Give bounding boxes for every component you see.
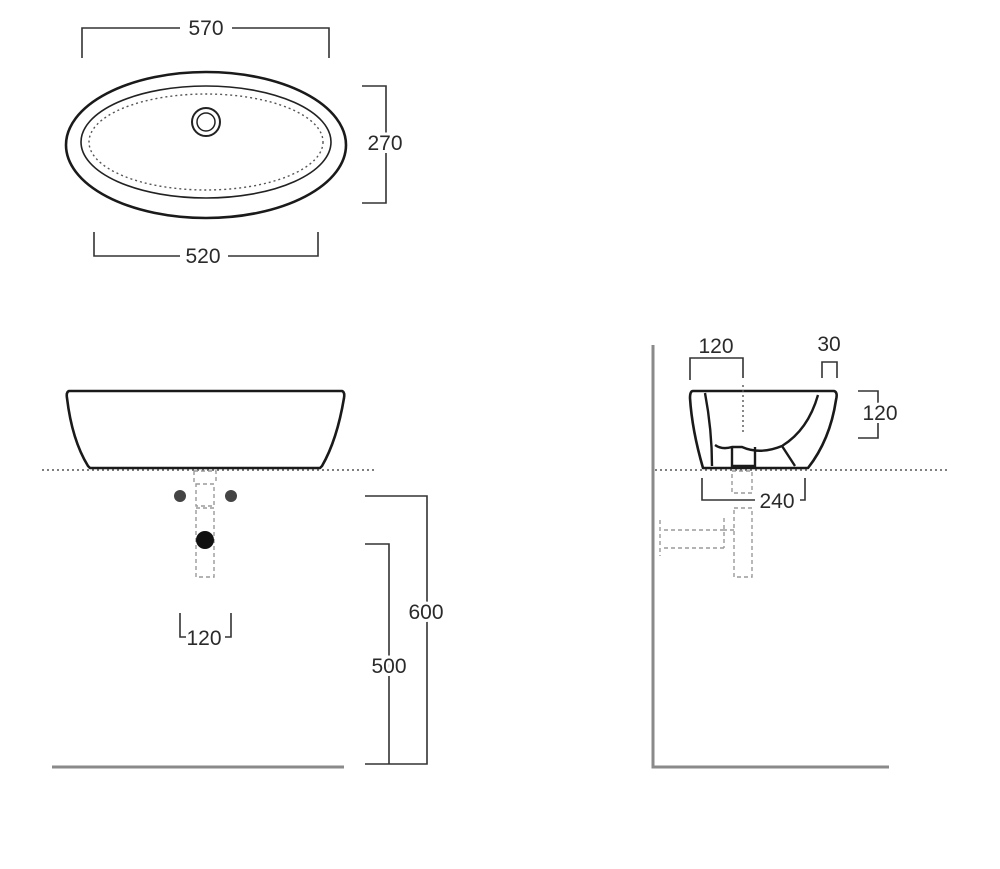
dim-label-120-front: 120	[186, 627, 221, 650]
dimension-30	[821, 361, 838, 378]
basin-inner-walls	[703, 392, 820, 468]
basin-front-profile	[65, 389, 346, 470]
fixing-bolt-icon	[225, 490, 237, 502]
dim-label-120-top: 120	[698, 335, 733, 358]
drain-inner	[196, 112, 216, 132]
basin-outer-rim	[64, 70, 348, 220]
dim-label-500: 500	[371, 655, 406, 678]
dim-label-600: 600	[408, 601, 443, 624]
front-view: 120 600 500	[42, 389, 447, 769]
dim-label-570: 570	[188, 17, 223, 40]
dimension-270	[362, 85, 387, 204]
wall-and-floor	[651, 345, 889, 769]
top-view: 570 270 520	[64, 14, 406, 271]
dimension-570	[81, 27, 330, 58]
dimension-600	[365, 495, 428, 765]
trap-pipe-hidden	[659, 470, 753, 578]
dim-label-520: 520	[185, 245, 220, 268]
dimension-120-front	[179, 613, 232, 638]
dim-label-240: 240	[759, 490, 794, 513]
dimension-520	[93, 232, 319, 257]
dim-label-30: 30	[817, 333, 840, 356]
fixing-bolt-icon	[174, 490, 186, 502]
dim-label-120-depth: 120	[862, 402, 897, 425]
drain-icon	[191, 107, 221, 137]
dimension-120-depth	[858, 390, 879, 439]
waste-outlet-icon	[196, 531, 214, 549]
dim-label-270: 270	[367, 132, 402, 155]
dimension-240	[701, 478, 806, 501]
dimension-120-top	[689, 357, 744, 380]
dimension-500	[365, 543, 390, 764]
basin-inner-rim	[80, 85, 332, 199]
basin-bowl-edge	[88, 93, 324, 191]
side-view: 120 30 120 240	[651, 330, 948, 769]
waste-pipe-hidden	[193, 470, 217, 578]
